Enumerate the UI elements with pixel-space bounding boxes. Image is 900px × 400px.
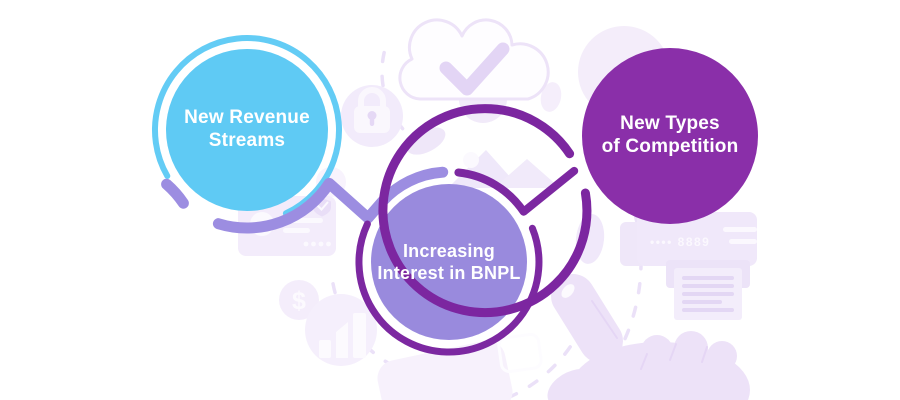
- svg-text:$: $: [292, 287, 306, 315]
- pointing-hand-icon: [547, 274, 750, 400]
- pos-receipt-icon: •••• 8889: [620, 212, 757, 320]
- card-number: •••• 8889: [650, 235, 710, 249]
- dashed-arc: [507, 345, 572, 399]
- rings-and-connectors: [151, 35, 592, 356]
- soft-blob: [377, 340, 513, 400]
- dollar-coin-icon: $: [279, 280, 319, 320]
- ring-right: [378, 104, 592, 318]
- circle-increasing-interest-in-bnpl: [371, 184, 527, 340]
- mountains-photo-icon: [448, 150, 560, 188]
- ring-middle: [355, 220, 543, 356]
- circle-new-types-of-competition: [582, 48, 758, 224]
- fingernail: [561, 284, 575, 298]
- dashed-arc: [613, 210, 643, 360]
- circle-new-revenue-streams: [166, 49, 328, 211]
- connector-stub-left: [161, 178, 189, 209]
- connector-left-middle: [212, 166, 449, 234]
- card-outline: [497, 332, 543, 374]
- connector-middle-right: [454, 166, 579, 216]
- step-circles: [166, 48, 758, 340]
- checkmark-icon: [439, 42, 510, 96]
- bar-chart-icon: [305, 294, 377, 366]
- ring-left: [151, 35, 342, 217]
- lock-icon: [341, 85, 403, 147]
- coin-leaf-icon: [540, 82, 562, 112]
